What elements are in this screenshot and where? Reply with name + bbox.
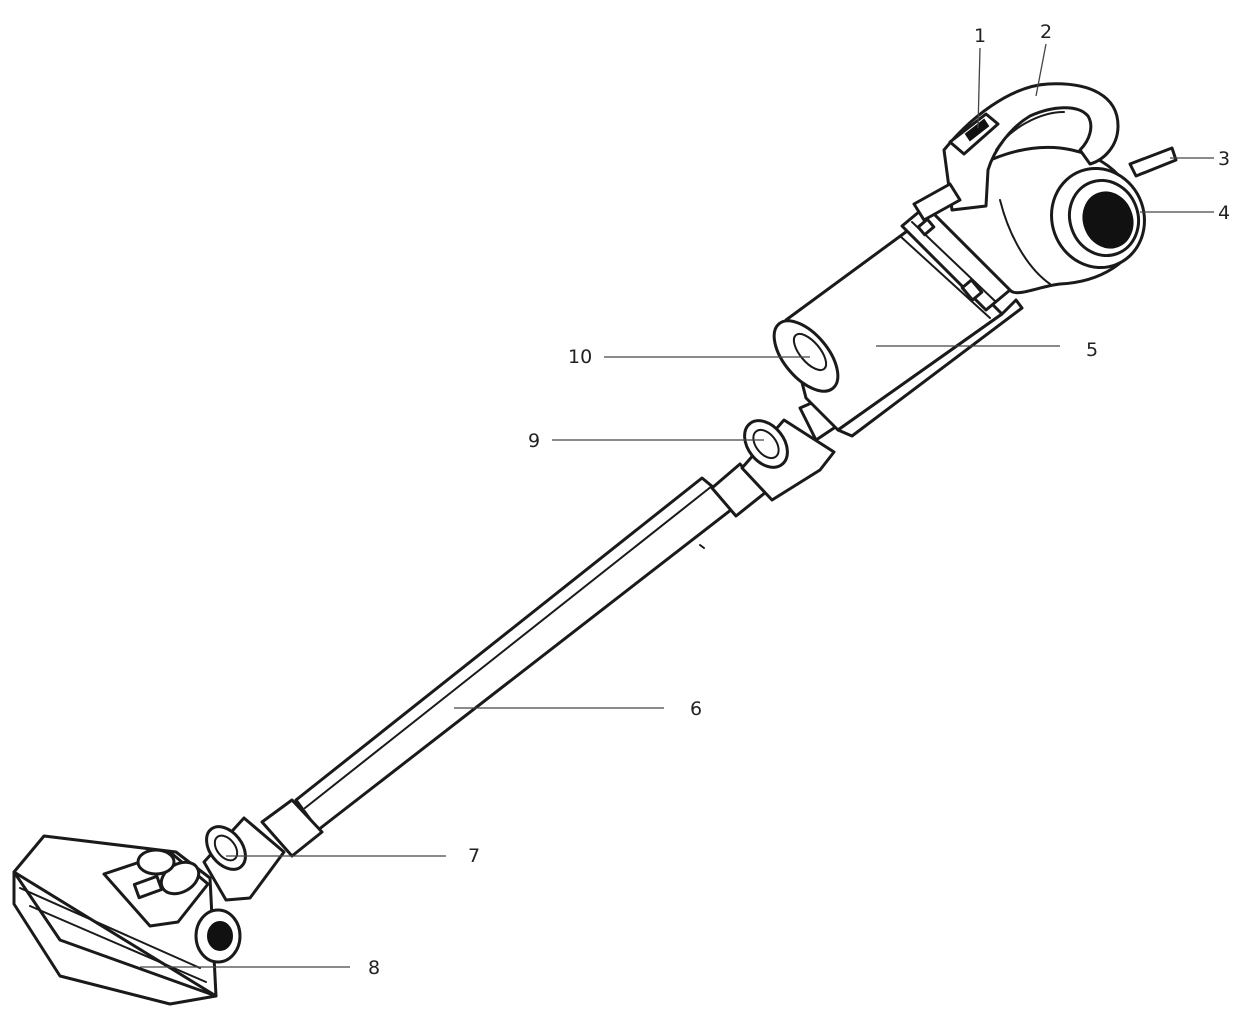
callout-labels: 1 2 3 4 5 6 7 8 9 10 — [368, 21, 1230, 979]
callout-9: 9 — [528, 430, 540, 452]
callout-6: 6 — [690, 698, 702, 720]
dust-cup-release — [772, 319, 840, 393]
dust-cup — [784, 204, 1024, 438]
callout-7: 7 — [468, 845, 480, 867]
callout-8: 8 — [368, 957, 380, 979]
leader-2 — [1035, 43, 1047, 97]
exhaust-filter-cover — [1050, 166, 1146, 270]
callout-1: 1 — [974, 25, 986, 47]
extension-tube — [260, 462, 768, 858]
floor-brush-head — [12, 834, 242, 1006]
tube-release-button-lower — [202, 816, 286, 902]
leader-lines — [140, 43, 1214, 968]
leader-1 — [977, 47, 981, 129]
callout-10: 10 — [568, 346, 592, 368]
callout-5: 5 — [1086, 339, 1098, 361]
callout-4: 4 — [1218, 202, 1230, 224]
charging-port — [1128, 146, 1178, 178]
callout-2: 2 — [1040, 21, 1052, 43]
callout-3: 3 — [1218, 148, 1230, 170]
